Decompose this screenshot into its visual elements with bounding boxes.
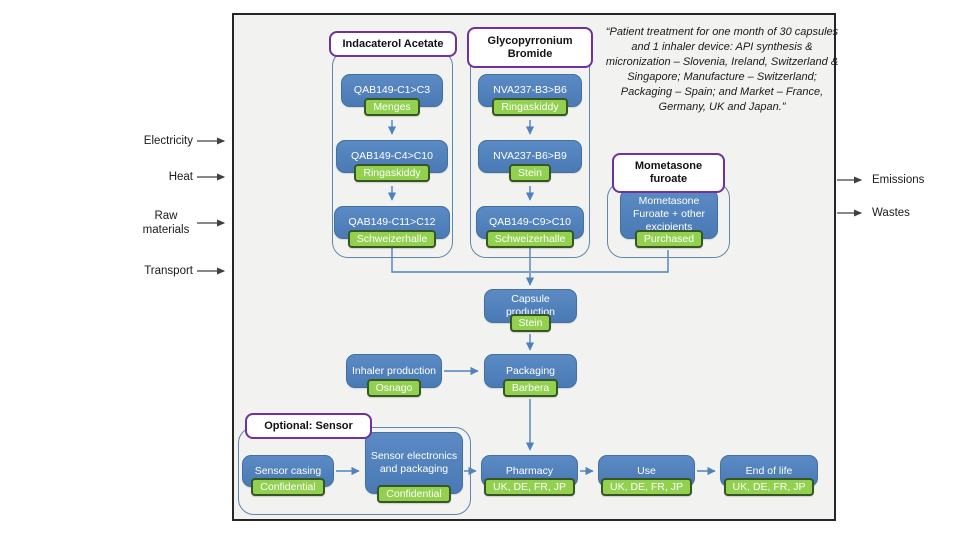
site-tag: Schweizerhalle <box>347 230 437 248</box>
node-qab149-c9-c10: QAB149-C9>C10 Schweizerhalle <box>476 206 584 248</box>
process-label: End of life <box>745 464 793 477</box>
site-tag: Ringaskiddy <box>492 98 568 116</box>
node-qab149-c11-c12: QAB149-C11>C12 Schweizerhalle <box>334 206 450 248</box>
site-tag: Osnago <box>366 379 422 397</box>
node-sensor-electronics: Sensor electronics and packaging Confide… <box>365 432 463 503</box>
output-label-emissions: Emissions <box>872 174 925 186</box>
node-capsule-production: Capsule production Stein <box>484 289 577 332</box>
process-label: QAB149-C4>C10 <box>350 150 433 162</box>
process-label: Inhaler production <box>351 364 437 377</box>
process-label: QAB149-C11>C12 <box>348 216 436 228</box>
site-tag: Schweizerhalle <box>485 230 575 248</box>
site-tag: UK, DE, FR, JP <box>484 478 575 496</box>
site-tag: Confidential <box>377 485 451 503</box>
process-label: Mometasone Furoate + other excipients <box>632 194 706 233</box>
site-tag: Menges <box>364 98 420 116</box>
node-sensor-casing: Sensor casing Confidential <box>242 455 334 496</box>
node-nva237-b3-b6: NVA237-B3>B6 Ringaskiddy <box>478 74 582 116</box>
node-pharmacy: Pharmacy UK, DE, FR, JP <box>481 455 578 496</box>
node-qab149-c4-c10: QAB149-C4>C10 Ringaskiddy <box>336 140 448 182</box>
process-label: NVA237-B6>B9 <box>493 150 567 162</box>
process-label: NVA237-B3>B6 <box>493 84 567 96</box>
site-tag: Ringaskiddy <box>354 164 430 182</box>
group-title-mometasone-furoate: Mometasone furoate <box>612 153 725 193</box>
process-label: QAB149-C1>C3 <box>353 84 431 96</box>
site-tag: UK, DE, FR, JP <box>723 478 815 496</box>
input-label-transport: Transport <box>144 265 193 277</box>
node-packaging: Packaging Barbera <box>484 354 577 397</box>
process-label: QAB149-C9>C10 <box>488 216 571 228</box>
input-label-electricity: Electricity <box>143 135 193 147</box>
process-label: Sensor electronics and packaging <box>370 450 458 475</box>
input-label-heat: Heat <box>168 171 193 183</box>
node-use: Use UK, DE, FR, JP <box>598 455 695 496</box>
site-tag: Barbera <box>502 379 559 397</box>
process-label: Sensor casing <box>254 464 322 477</box>
site-tag: UK, DE, FR, JP <box>601 478 692 496</box>
node-qab149-c1-c3: QAB149-C1>C3 Menges <box>341 74 443 116</box>
group-title-indacaterol-acetate: Indacaterol Acetate <box>329 31 457 57</box>
site-tag: Stein <box>509 164 551 182</box>
site-tag: Confidential <box>251 478 325 496</box>
group-title-optional-sensor: Optional: Sensor <box>245 413 372 439</box>
node-inhaler-production: Inhaler production Osnago <box>346 354 442 397</box>
node-nva237-b6-b9: NVA237-B6>B9 Stein <box>478 140 582 182</box>
node-mometasone-api: Mometasone Furoate + other excipients Pu… <box>620 189 718 248</box>
input-label-raw-materials: Raw materials <box>142 210 190 236</box>
node-end-of-life: End of life UK, DE, FR, JP <box>720 455 818 496</box>
process-label: Use <box>637 464 656 477</box>
output-label-wastes: Wastes <box>872 207 910 219</box>
process-label: Packaging <box>505 364 556 377</box>
group-title-glycopyrronium-bromide: Glycopyrronium Bromide <box>467 27 593 68</box>
scope-quote: “Patient treatment for one month of 30 c… <box>605 26 839 113</box>
site-tag: Stein <box>509 314 552 332</box>
process-label: Pharmacy <box>505 464 554 477</box>
site-tag: Purchased <box>634 230 704 248</box>
